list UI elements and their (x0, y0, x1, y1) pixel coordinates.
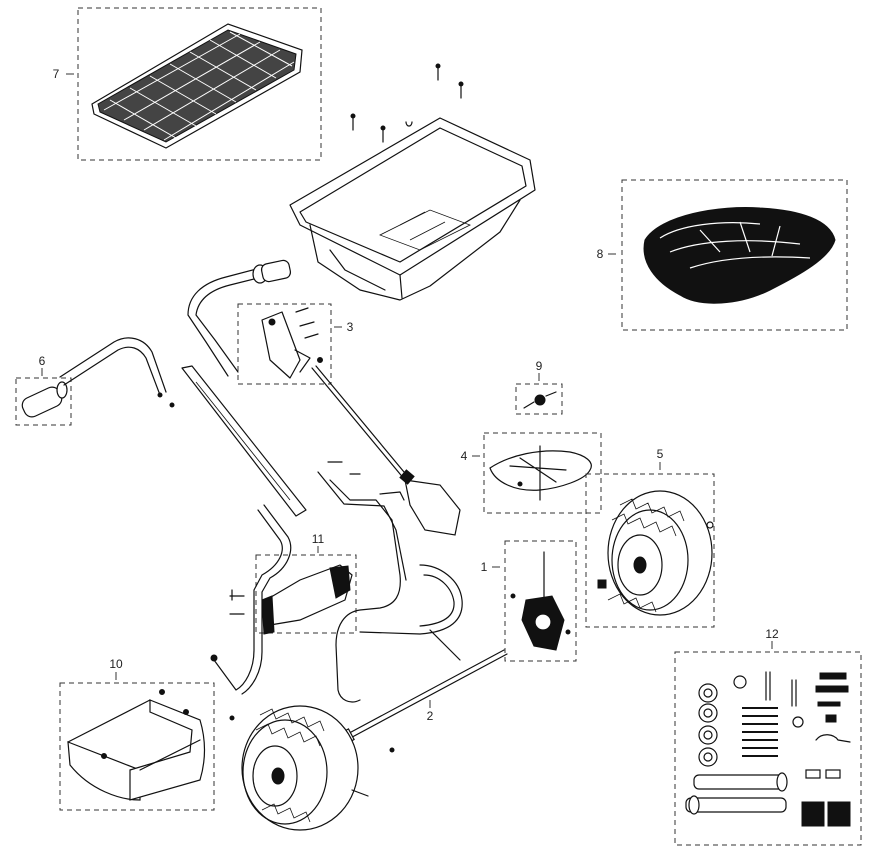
hopper-cover-icon (643, 207, 836, 304)
axle-icon (337, 649, 508, 753)
gearbox-callout: 1 (481, 540, 577, 662)
lower-frame-icon (210, 461, 463, 721)
hopper-screen-icon (91, 23, 303, 149)
part-label-1: 1 (481, 560, 488, 574)
frame-bracket-icon (261, 564, 353, 635)
deflector-callout: 10 (59, 657, 215, 811)
hardware-kit-icon (685, 671, 851, 827)
hopper-screen-callout: 7 (53, 7, 322, 161)
frame-bracket-callout: 11 (255, 532, 357, 635)
part-label-8: 8 (597, 247, 604, 261)
hopper-cover-box (621, 179, 848, 331)
hopper-cover-callout: 8 (597, 179, 848, 331)
hardware-kit-callout: 12 (674, 627, 862, 846)
flow-control-box (237, 303, 332, 385)
frame-bracket-box (255, 554, 357, 634)
wheel-icon (241, 705, 369, 831)
gearbox-box (504, 540, 577, 662)
wheel-callout: 5 (585, 447, 715, 628)
axle-callout: 2 (337, 649, 508, 753)
part-label-2: 2 (427, 709, 434, 723)
lower-handle-icon (59, 337, 175, 408)
deflector-box (59, 682, 215, 811)
agitator-box (515, 383, 563, 415)
flow-control-callout: 3 (237, 303, 354, 385)
handle-grip-box (15, 377, 72, 426)
part-label-11: 11 (312, 532, 325, 546)
part-label-6: 6 (39, 354, 46, 368)
hopper-screen-box (77, 7, 322, 161)
wheel-icon (597, 490, 714, 616)
spreader-plate-box (483, 432, 602, 514)
part-label-9: 9 (536, 359, 543, 373)
control-rod-icon (311, 365, 461, 536)
handle-grip-callout: 6 (15, 354, 72, 426)
part-label-5: 5 (657, 447, 664, 461)
bolt-icon (210, 461, 361, 721)
spreader-plate-callout: 4 (461, 432, 602, 514)
handle-grip-icon (21, 381, 68, 418)
part-label-3: 3 (347, 320, 354, 334)
frame-bar-icon (181, 365, 307, 517)
part-label-12: 12 (765, 627, 779, 641)
agitator-callout: 9 (515, 359, 563, 415)
deflector-icon (67, 689, 206, 801)
gearbox-icon (510, 551, 571, 651)
hopper-tub-icon (289, 63, 536, 301)
agitator-icon (523, 391, 557, 409)
spreader-plate-icon (489, 445, 592, 501)
upper-handle-icon (187, 259, 292, 377)
part-label-4: 4 (461, 449, 468, 463)
part-label-10: 10 (109, 657, 123, 671)
screw-icon (350, 63, 464, 143)
part-label-7: 7 (53, 67, 60, 81)
flow-control-icon (261, 307, 323, 379)
hardware-kit-box (674, 651, 862, 846)
wheel-box (585, 473, 715, 628)
